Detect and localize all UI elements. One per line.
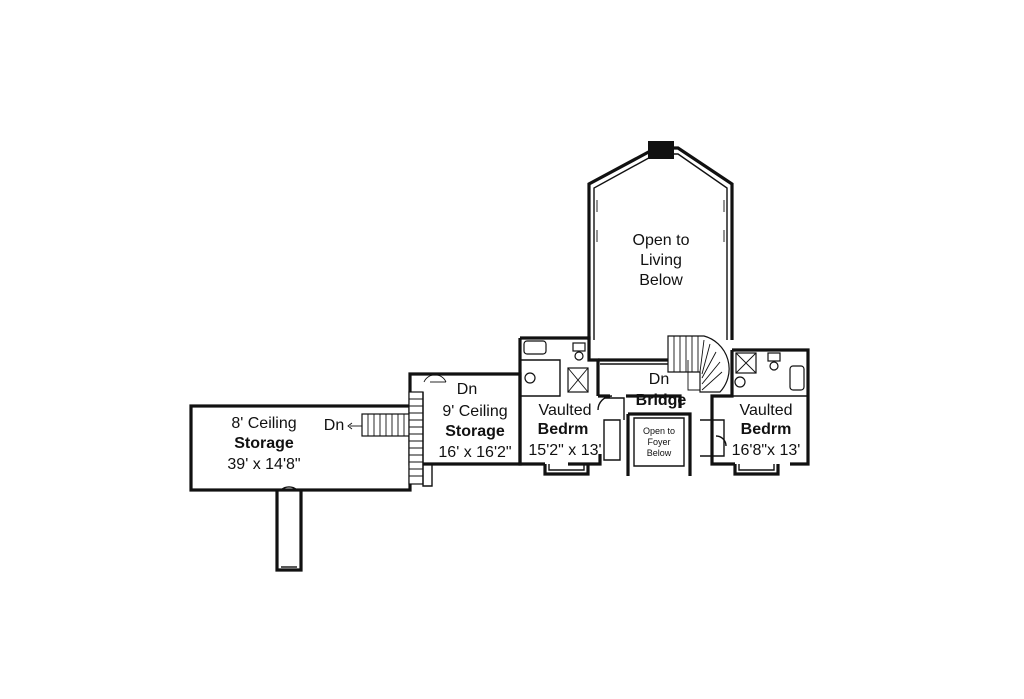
svg-text:Open to: Open to bbox=[633, 232, 690, 249]
label-storage-large: 8' Ceiling Storage 39' x 14'8" bbox=[227, 415, 300, 473]
chimney-icon bbox=[648, 141, 674, 159]
room-name: Bedrm bbox=[538, 421, 589, 438]
room-name: Storage bbox=[445, 423, 505, 440]
stair-down-label-bridge: Dn bbox=[649, 371, 669, 388]
room-name: Bedrm bbox=[741, 421, 792, 438]
label-storage-small: 9' Ceiling Storage 16' x 16'2" bbox=[438, 403, 511, 461]
room-size: 16' x 16'2" bbox=[438, 444, 511, 461]
svg-text:Below: Below bbox=[639, 272, 683, 289]
svg-text:Vaulted: Vaulted bbox=[538, 402, 591, 419]
ceiling-height-text: 9' Ceiling bbox=[442, 403, 507, 420]
room-size: 15'2" x 13' bbox=[528, 442, 601, 459]
label-open-living: Open to Living Below bbox=[633, 232, 690, 289]
stair-down-label: Dn bbox=[324, 417, 344, 434]
bathtub-icon bbox=[523, 340, 547, 355]
sink-icon bbox=[524, 372, 536, 384]
svg-text:Living: Living bbox=[640, 252, 682, 269]
svg-text:Foyer: Foyer bbox=[647, 437, 670, 447]
svg-text:Vaulted: Vaulted bbox=[739, 402, 792, 419]
toilet-icon bbox=[572, 342, 586, 352]
label-bedroom-right: Vaulted Bedrm 16'8"x 13' bbox=[732, 402, 801, 459]
stair-down-label-mid: Dn bbox=[457, 381, 477, 398]
bathtub-icon-right bbox=[789, 365, 805, 391]
room-name-bridge: Bridge bbox=[636, 392, 687, 409]
storage-room-large bbox=[189, 404, 412, 572]
label-bedroom-left: Vaulted Bedrm 15'2" x 13' bbox=[528, 402, 601, 459]
storage-room-small bbox=[408, 372, 522, 487]
svg-text:Below: Below bbox=[647, 448, 672, 458]
svg-text:Open to: Open to bbox=[643, 426, 675, 436]
sink-icon-right bbox=[734, 376, 746, 388]
ceiling-height-text: 8' Ceiling bbox=[231, 415, 296, 432]
open-foyer-well bbox=[626, 412, 692, 476]
room-name: Storage bbox=[234, 435, 294, 452]
stair-mid bbox=[408, 374, 447, 487]
stair-left bbox=[347, 413, 411, 437]
label-open-foyer: Open to Foyer Below bbox=[643, 426, 675, 458]
room-size: 39' x 14'8" bbox=[227, 456, 300, 473]
door-swing bbox=[280, 486, 298, 491]
toilet-icon-right bbox=[767, 352, 781, 362]
main-block bbox=[518, 141, 810, 476]
stair-curved bbox=[667, 335, 730, 393]
room-size: 16'8"x 13' bbox=[732, 442, 801, 459]
